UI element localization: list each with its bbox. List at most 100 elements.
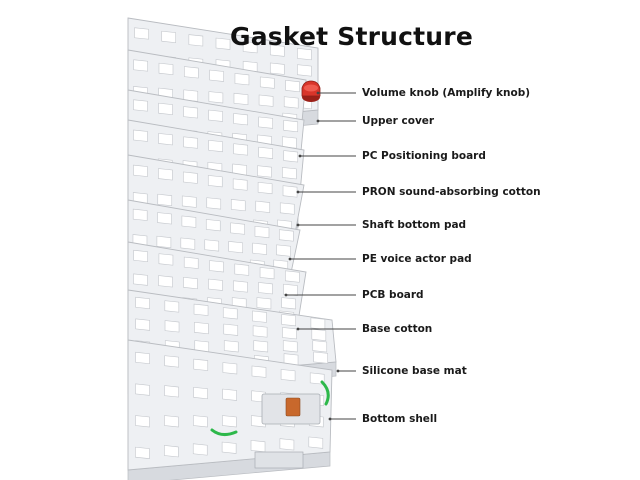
key-cutout [133,164,148,177]
key-cutout [285,270,300,283]
key-cutout [233,280,248,293]
diagram-title: Gasket Structure [230,22,473,51]
key-cutout [204,239,220,252]
key-cutout [156,235,172,249]
key-cutout [164,445,179,458]
key-cutout [135,446,150,459]
key-cutout [281,297,296,310]
key-cutout [297,64,312,77]
key-cutout [133,249,148,263]
key-cutout [164,320,180,333]
red-knob-icon [301,80,321,102]
key-cutout [194,321,209,335]
key-cutout [158,168,173,181]
key-cutout [158,275,173,288]
key-cutout [135,318,150,331]
key-cutout [253,340,269,353]
key-cutout [230,222,245,235]
key-cutout [208,139,223,153]
key-cutout [257,165,272,178]
key-cutout [208,109,223,122]
key-cutout [164,385,179,398]
key-cutout [158,62,174,75]
key-cutout [232,178,248,191]
leader-dot-4 [296,190,300,194]
gasket-clip-icon [320,380,330,406]
key-cutout [228,241,243,254]
key-cutout [259,76,275,89]
key-cutout [279,438,295,451]
layer-label-5: Shaft bottom pad [362,219,467,231]
key-cutout [207,175,223,188]
key-cutout [135,383,150,396]
key-cutout [252,310,267,323]
key-cutout [205,219,221,232]
key-cutout [258,282,273,295]
key-cutout [252,325,268,338]
key-cutout [256,297,272,310]
key-cutout [283,119,299,133]
layer-label-8: Base cotton [362,323,433,335]
key-cutout [234,73,250,86]
key-cutout [221,441,237,454]
connector-block [285,397,301,417]
key-cutout [193,415,208,428]
key-cutout [255,200,271,213]
key-cutout [193,386,208,400]
key-cutout [183,171,198,184]
key-cutout [312,340,328,353]
key-cutout [193,358,209,371]
layer-label-1: Volume knob (Amplify knob) [362,87,531,99]
usb-port-housing [254,451,304,469]
key-cutout [183,136,198,149]
leader-dot-2 [316,119,320,123]
layer-label-10: Bottom shell [362,413,438,425]
key-cutout [279,202,295,215]
layer-label-4: PRON sound-absorbing cotton [362,186,541,198]
gasket-clip-icon [210,428,238,437]
key-cutout [133,273,148,286]
layer-label-2: Upper cover [362,115,435,127]
key-cutout [208,91,224,104]
key-cutout [193,303,209,316]
key-cutout [259,267,275,280]
leader-dot-3 [298,154,302,158]
key-cutout [223,323,239,336]
layer-label-7: PCB board [362,289,424,301]
key-cutout [281,314,296,327]
key-cutout [135,351,150,365]
key-cutout [233,143,248,156]
key-cutout [283,96,299,109]
key-cutout [258,146,273,159]
layer-label-6: PE voice actor pad [362,253,472,265]
key-cutout [180,237,196,250]
key-cutout [157,193,173,207]
key-cutout [308,436,324,449]
key-cutout [188,34,204,47]
key-cutout [161,30,177,43]
key-cutout [132,208,148,221]
leader-dot-5 [296,223,300,227]
leader-dot-9 [336,369,340,373]
key-cutout [252,242,267,255]
key-cutout [313,351,328,364]
layer-label-3: PC Positioning board [362,150,486,162]
key-cutout [269,62,285,75]
key-cutout [184,66,199,79]
key-cutout [282,185,298,198]
key-cutout [133,129,148,142]
key-cutout [158,253,174,266]
leader-dot-10 [328,417,332,421]
knob-top [304,84,318,92]
key-cutout [258,94,274,107]
leader-dot-1 [316,91,320,95]
key-cutout [157,212,172,225]
key-cutout [183,256,199,269]
key-cutout [279,229,294,242]
keyboard-layers [127,17,337,480]
key-cutout [282,340,298,353]
key-cutout [222,388,237,401]
key-cutout [183,276,198,290]
